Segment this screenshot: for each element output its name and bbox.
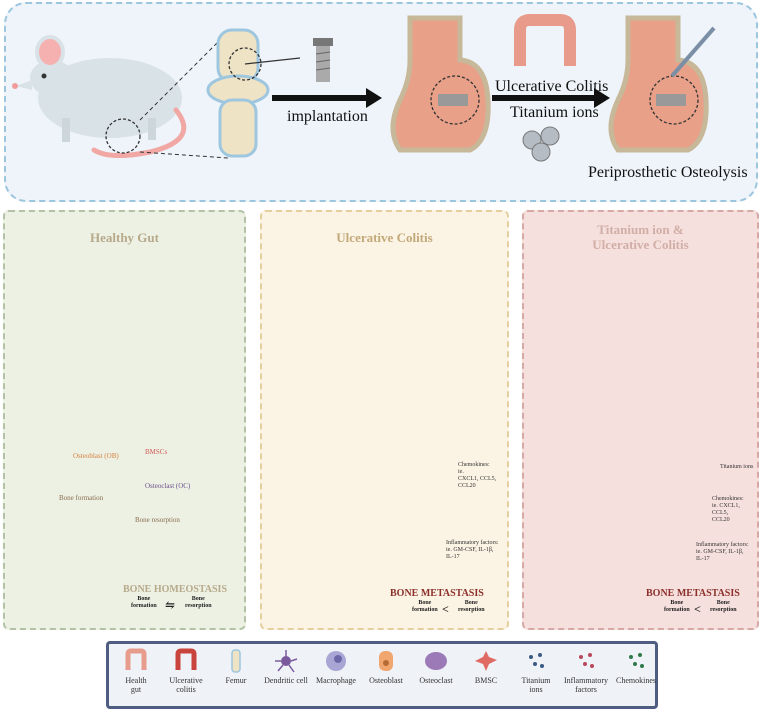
- femur-icon: [231, 649, 241, 673]
- dendritic-cell-icon: [275, 650, 298, 673]
- relation-symbol: ⇋: [165, 598, 176, 612]
- legend-item-dendritic-cell: Dendritic cell: [261, 648, 311, 685]
- chemokines-icon: [629, 653, 644, 668]
- legend-item-osteoblast: Osteoblast: [361, 648, 411, 685]
- knee-joint-illustration: [206, 28, 301, 158]
- osteoclast-label: Osteoclast (OC): [145, 482, 191, 490]
- titanium-ions-icon: [529, 653, 544, 668]
- bone-resorption-label: Bone resorption: [135, 516, 180, 524]
- left-term: Bone formation: [412, 600, 438, 613]
- femur-section-osteolysis: [608, 15, 716, 153]
- left-term: Bone formation: [664, 600, 690, 613]
- panel-titanium-and-colitis: Titanium ion & Ulcerative Colitis Titani…: [522, 210, 759, 630]
- osteoblast-label: Osteoblast (OB): [73, 452, 119, 460]
- right-term: Bone resorption: [458, 600, 485, 613]
- panel-title: Ulcerative Colitis: [336, 230, 433, 245]
- bmsc-icon: [475, 651, 497, 671]
- legend-item-titanium-ions: Titanium ions: [511, 648, 561, 694]
- panel-ulcerative-colitis: Ulcerative Colitis Chemokines: ie. CXCL1…: [260, 210, 509, 630]
- inflammatory-note: Inflammatory factors: ie. GM-CSF, IL-1β,…: [446, 540, 499, 560]
- legend-item-healthy-gut: Health gut: [111, 648, 161, 694]
- right-term: Bone resorption: [710, 600, 737, 613]
- implant-screw: [313, 38, 333, 82]
- chemokines-note: Chemokines: ie. CXCL1, CCL5, CCL20: [712, 496, 744, 523]
- legend-item-ulcerative-colitis: Ulcerative colitis: [161, 648, 211, 694]
- legend-item-bmsc: BMSC: [461, 648, 511, 685]
- legend-item-chemokines: Chemokines: [611, 648, 661, 685]
- panel-title: Healthy Gut: [90, 230, 159, 245]
- legend-item-femur: Femur: [211, 648, 261, 685]
- right-term: Bone resorption: [185, 596, 212, 609]
- implantation-label: implantation: [287, 108, 368, 125]
- bmscs-label: BMSCs: [145, 448, 168, 456]
- panel-title-line-2: Ulcerative Colitis: [592, 237, 689, 252]
- macrophage-icon: [326, 651, 346, 671]
- inflammatory-factors-icon: [579, 653, 594, 668]
- state-label: BONE METASTASIS: [390, 588, 484, 599]
- left-term: Bone formation: [131, 596, 157, 609]
- panel-healthy-gut: Healthy Gut Osteoblast (OB) BMSCs Osteoc…: [3, 210, 246, 630]
- healthy-gut-icon: [125, 648, 147, 670]
- relation-symbol: <: [694, 602, 701, 616]
- legend: Health gut Ulcerative colitis Femur Dend…: [106, 641, 658, 709]
- state-label: BONE HOMEOSTASIS: [123, 584, 228, 595]
- legend-item-inflammatory-factors: Inflammatory factors: [561, 648, 611, 694]
- mouse-illustration: [12, 35, 187, 158]
- legend-item-macrophage: Macrophage: [311, 648, 361, 685]
- femur-section-implanted: [390, 15, 491, 153]
- legend-item-osteoclast: Osteoclast: [411, 648, 461, 685]
- outcome-label: Periprosthetic Osteolysis: [588, 164, 748, 181]
- chemokines-note: Chemokines: ie. CXCL1, CCL5, CCL20: [458, 462, 497, 489]
- inflammatory-note: Inflammatory factors: ie. GM-CSF, IL-1β,…: [696, 542, 749, 562]
- osteoclast-icon: [425, 652, 447, 670]
- state-label: BONE METASTASIS: [646, 588, 740, 599]
- ulcerative-colitis-label: Ulcerative Colitis: [495, 78, 609, 95]
- panel-title-line-1: Titanium ion &: [597, 222, 684, 237]
- colitis-gut-icon: [175, 648, 197, 670]
- relation-symbol: <: [442, 602, 449, 616]
- titanium-ions-label: Titanium ions: [510, 104, 599, 121]
- bone-formation-label: Bone formation: [59, 494, 104, 502]
- osteoblast-icon: [379, 651, 393, 671]
- titanium-ions-note: Titanium ions: [720, 464, 754, 470]
